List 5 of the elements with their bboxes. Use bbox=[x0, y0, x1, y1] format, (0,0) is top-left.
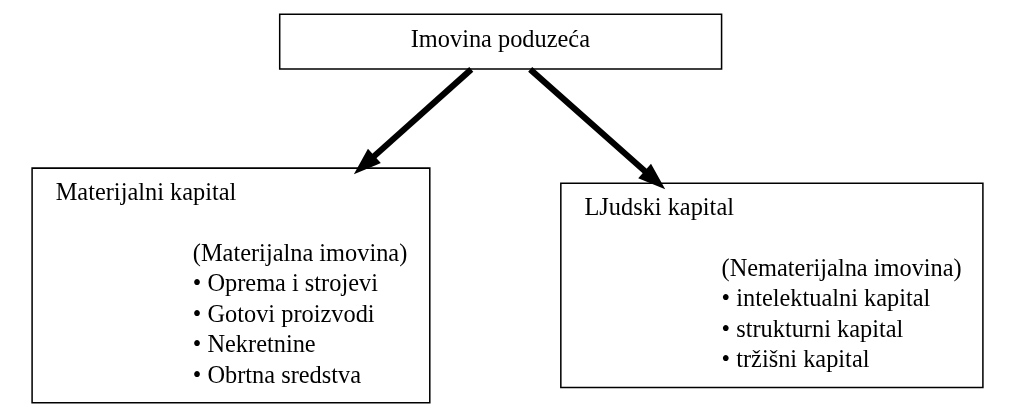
node-box: LJudski kapital (Nematerijalna imovina) • intelektualni kapital • strukturni kapital • tržišni kapital bbox=[560, 182, 984, 389]
arrow bbox=[353, 67, 474, 175]
node-box: Materijalni kapital (Materijalna imovina) • Oprema i strojevi • Gotovi proizvodi • Nekretnine • Obrtna sredstva bbox=[31, 167, 431, 404]
node-box: Imovina poduzeća bbox=[278, 13, 723, 70]
arrow bbox=[528, 67, 666, 190]
